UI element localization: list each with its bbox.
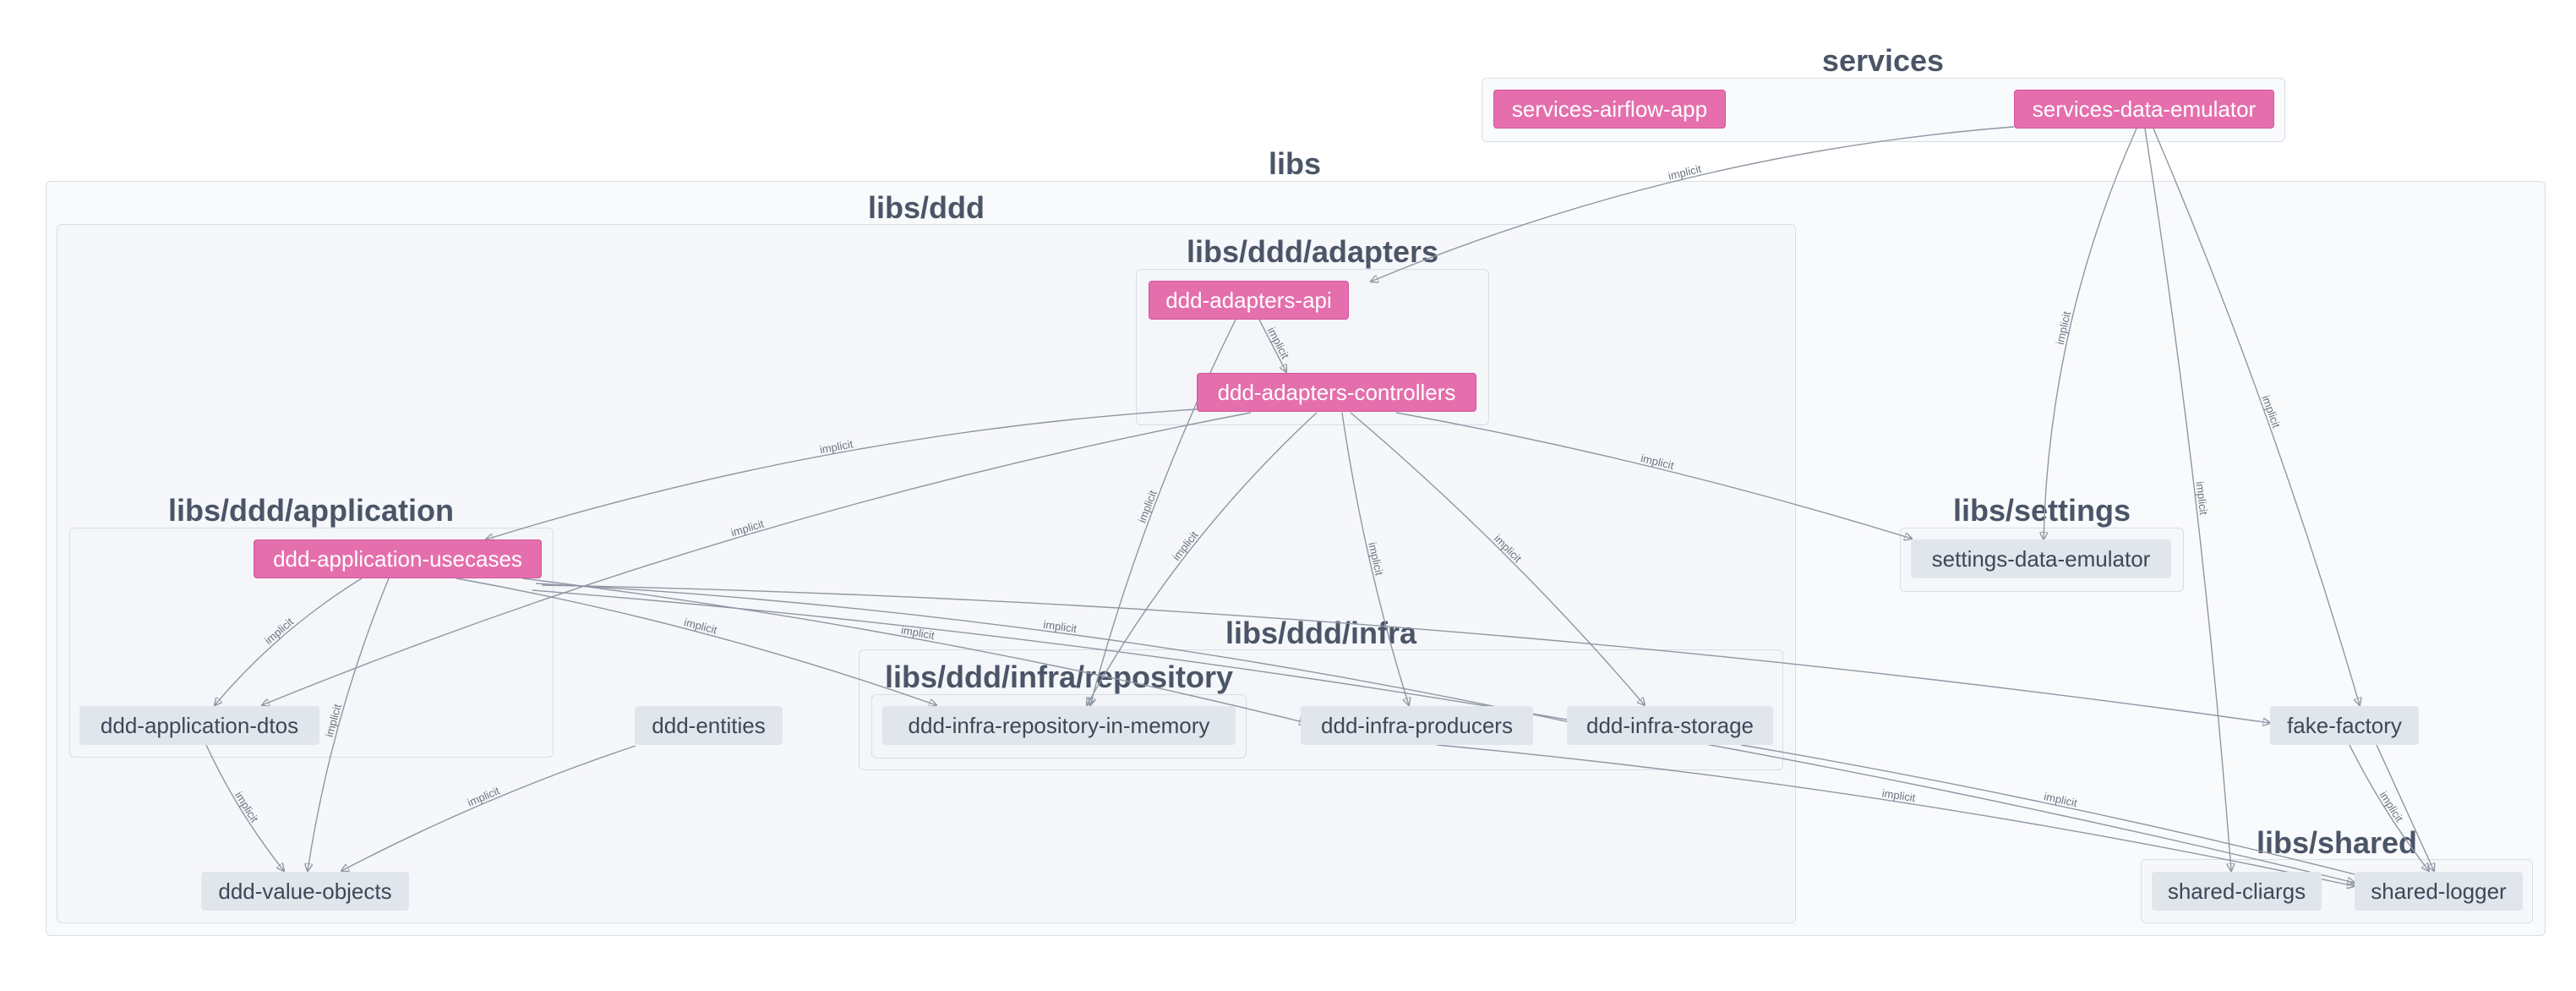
group-label-libs: libs xyxy=(1268,146,1322,181)
node-ddd-infra-producers[interactable]: ddd-infra-producers xyxy=(1301,706,1533,745)
group-label-services: services xyxy=(1821,43,1945,78)
node-ddd-adapters-controllers[interactable]: ddd-adapters-controllers xyxy=(1197,373,1476,412)
node-ddd-value-objects[interactable]: ddd-value-objects xyxy=(201,872,409,911)
node-ddd-adapters-api[interactable]: ddd-adapters-api xyxy=(1149,281,1349,320)
node-services-airflow-app[interactable]: services-airflow-app xyxy=(1493,90,1726,129)
group-label-libs-ddd-infra-repository: libs/ddd/infra/repository xyxy=(884,660,1234,694)
node-ddd-infra-storage[interactable]: ddd-infra-storage xyxy=(1567,706,1773,745)
group-label-libs-shared: libs/shared xyxy=(2256,825,2418,860)
group-label-libs-ddd: libs/ddd xyxy=(868,190,985,225)
node-settings-data-emulator[interactable]: settings-data-emulator xyxy=(1911,539,2171,578)
node-ddd-infra-repository-in-memory[interactable]: ddd-infra-repository-in-memory xyxy=(882,706,1236,745)
node-fake-factory[interactable]: fake-factory xyxy=(2270,706,2419,745)
edge-label-emulator-to-api: implicit xyxy=(1667,162,1703,183)
group-label-libs-ddd-application: libs/ddd/application xyxy=(167,493,455,528)
node-services-data-emulator[interactable]: services-data-emulator xyxy=(2014,90,2274,129)
group-label-libs-settings: libs/settings xyxy=(1952,493,2131,528)
node-ddd-application-dtos[interactable]: ddd-application-dtos xyxy=(79,706,319,745)
node-shared-cliargs[interactable]: shared-cliargs xyxy=(2152,872,2322,911)
node-ddd-application-usecases[interactable]: ddd-application-usecases xyxy=(254,539,542,578)
group-label-libs-ddd-infra: libs/ddd/infra xyxy=(1225,616,1417,650)
group-label-libs-ddd-adapters: libs/ddd/adapters xyxy=(1186,234,1439,269)
node-shared-logger[interactable]: shared-logger xyxy=(2355,872,2523,911)
node-ddd-entities[interactable]: ddd-entities xyxy=(635,706,783,745)
